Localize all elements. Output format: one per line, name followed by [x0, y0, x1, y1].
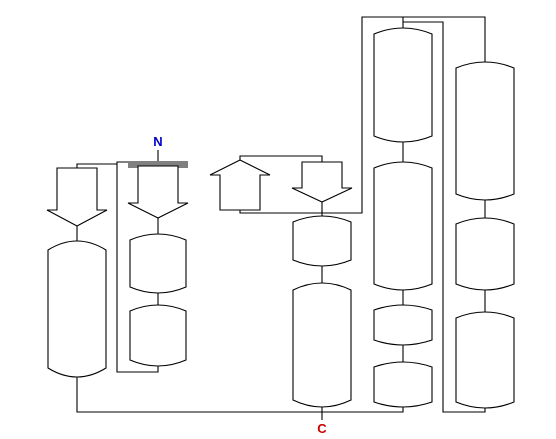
helix-column-4-b — [455, 217, 515, 291]
connecting-loops — [76, 16, 486, 420]
loop-column-4-top — [403, 16, 486, 62]
helix-c — [292, 215, 352, 267]
loop-column-3-to-column-4 — [403, 21, 486, 413]
loop-column-3-d-bottom — [322, 407, 404, 413]
helix-column-4-c — [455, 311, 515, 409]
strand-4-down-arrow — [291, 161, 353, 203]
alpha-helices — [47, 27, 515, 409]
helix-column-4-a — [455, 61, 515, 201]
helix-column-3-b — [373, 161, 433, 291]
n-terminus-label: N — [153, 134, 162, 149]
helix-b — [129, 304, 187, 367]
helix-a — [129, 233, 187, 294]
strand-2-down-arrow — [127, 165, 189, 219]
loop-helix-1-to-bottom — [76, 375, 322, 413]
loop-strand-4-to-column-3 — [322, 16, 404, 214]
membrane-marker — [128, 161, 188, 168]
helix-column-3-a — [373, 27, 433, 143]
loop-helix-b-to-helix-1 — [116, 164, 159, 373]
c-terminus-label: C — [317, 421, 327, 436]
helix-column-3-c — [373, 304, 433, 346]
helix-column-3-d — [373, 361, 433, 408]
strand-1-down-arrow — [46, 167, 108, 227]
beta-strands — [46, 159, 353, 227]
strand-3-up-arrow — [209, 159, 271, 211]
helix-1 — [47, 240, 107, 378]
helix-d — [292, 282, 352, 408]
